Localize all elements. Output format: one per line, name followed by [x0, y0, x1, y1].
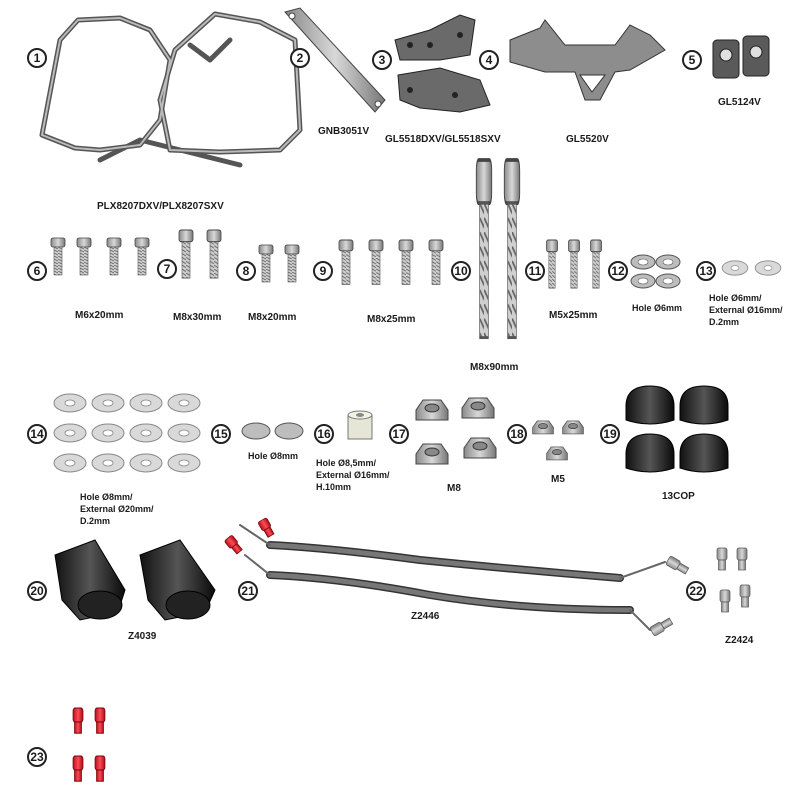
part-code-label: H.10mm	[316, 482, 352, 492]
part-code-label: External Ø16mm/	[316, 470, 390, 480]
rubber-covers-drawing	[54, 539, 216, 621]
part-number-badge: 6	[27, 261, 47, 281]
red-connector-pins-drawing	[72, 707, 106, 782]
part-code-label: M8	[447, 483, 461, 494]
support-bar-drawing	[284, 7, 386, 113]
part-code-label: Z4039	[128, 631, 157, 642]
part-code-label: D.2mm	[80, 516, 111, 526]
part-number-badge: 21	[238, 581, 258, 601]
part-code-label: 13COP	[662, 491, 695, 502]
part-code-label: M5x25mm	[549, 310, 598, 321]
part-number-badge: 18	[507, 424, 527, 444]
part-number-badge: 1	[27, 48, 47, 68]
part-number-badge: 7	[157, 259, 177, 279]
part-code-label: GL5124V	[718, 97, 761, 108]
part-code-label: Hole Ø8,5mm/	[316, 458, 377, 468]
part-number-badge: 17	[389, 424, 409, 444]
part-number-badge: 10	[451, 261, 471, 281]
washers-6mm-drawing	[721, 260, 782, 276]
part-code-label: Z2424	[725, 635, 754, 646]
m8x30-bolts-drawing	[178, 229, 222, 279]
part-code-label: PLX8207DXV/PLX8207SXV	[97, 201, 224, 212]
m5-nuts-drawing	[532, 420, 584, 461]
m6x20-bolts-drawing	[50, 237, 150, 276]
part-code-label: GL5520V	[566, 134, 609, 145]
part-code-label: M8x90mm	[470, 362, 519, 373]
plate-support-drawing	[509, 19, 666, 101]
washers-8mm-drawing	[53, 393, 201, 473]
part-code-label: Hole Ø8mm	[248, 451, 299, 461]
spacer-drawing	[347, 410, 373, 440]
part-number-badge: 14	[27, 424, 47, 444]
part-code-label: Hole Ø8mm/	[80, 492, 133, 502]
small-plates-drawing	[712, 35, 770, 79]
m8x20-bolts-drawing	[258, 244, 300, 283]
part-number-badge: 3	[372, 50, 392, 70]
part-code-label: M5	[551, 474, 565, 485]
lock-washers-8mm-drawing	[241, 422, 304, 440]
connector-pins-drawing	[716, 547, 751, 613]
part-code-label: Hole Ø6mm	[632, 303, 683, 313]
part-number-badge: 4	[479, 50, 499, 70]
caps-drawing	[625, 385, 729, 473]
part-number-badge: 13	[696, 261, 716, 281]
pannier-frame-drawing	[39, 11, 303, 168]
lock-washers-6mm-drawing	[630, 254, 681, 289]
part-code-label: External Ø20mm/	[80, 504, 154, 514]
m8x90-bolts-drawing	[474, 158, 522, 340]
m8-nuts-drawing	[415, 397, 497, 465]
part-code-label: M8x20mm	[248, 312, 297, 323]
m8x25-bolts-drawing	[338, 239, 444, 285]
m5x25-bolts-drawing	[545, 239, 603, 289]
part-code-label: GL5518DXV/GL5518SXV	[385, 134, 501, 145]
part-number-badge: 23	[27, 747, 47, 767]
part-number-badge: 20	[27, 581, 47, 601]
part-number-badge: 8	[236, 261, 256, 281]
part-code-label: D.2mm	[709, 317, 740, 327]
part-number-badge: 16	[314, 424, 334, 444]
part-code-label: M8x30mm	[173, 312, 222, 323]
part-number-badge: 15	[211, 424, 231, 444]
part-number-badge: 22	[686, 581, 706, 601]
part-code-label: M6x20mm	[75, 310, 124, 321]
part-number-badge: 12	[608, 261, 628, 281]
part-code-label: GNB3051V	[318, 126, 370, 137]
part-number-badge: 11	[525, 261, 545, 281]
part-number-badge: 5	[682, 50, 702, 70]
plate-brackets-drawing	[394, 14, 491, 113]
part-code-label: Hole Ø6mm/	[709, 293, 762, 303]
part-code-label: Z2446	[411, 611, 440, 622]
part-code-label: External Ø16mm/	[709, 305, 783, 315]
part-number-badge: 9	[313, 261, 333, 281]
part-number-badge: 2	[290, 48, 310, 68]
part-number-badge: 19	[600, 424, 620, 444]
part-code-label: M8x25mm	[367, 314, 416, 325]
wiring-harness-drawing	[239, 524, 666, 631]
